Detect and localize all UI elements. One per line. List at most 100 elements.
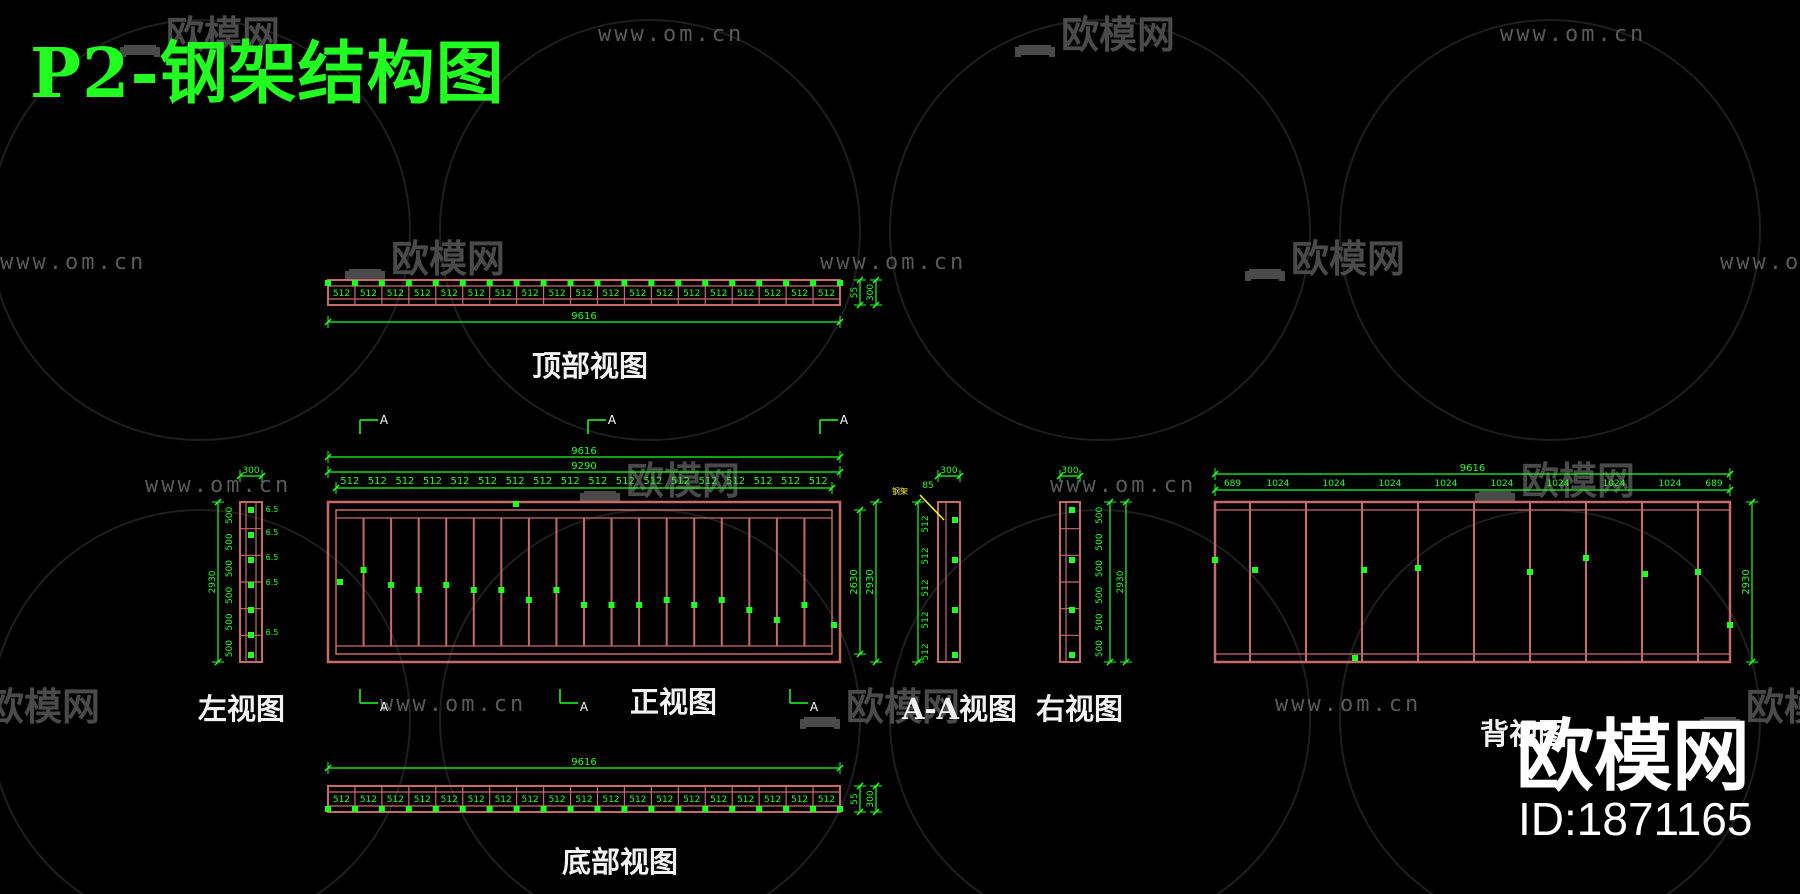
- module-dimension: 512: [548, 795, 565, 805]
- weld-node: [388, 582, 395, 588]
- watermark-url: www.om.cn: [1500, 22, 1647, 47]
- module-dimension: 1024: [1323, 479, 1346, 489]
- weld-node: [837, 806, 843, 812]
- module-dimension: 512: [387, 289, 404, 299]
- watermark-arc: [439, 19, 861, 441]
- dimension-label: 300: [940, 466, 957, 476]
- watermark-url: www.om.cn: [1050, 473, 1197, 498]
- weld-node: [675, 280, 682, 286]
- weld-node: [837, 280, 843, 286]
- weld-node: [702, 806, 709, 812]
- right-view-label: 右视图: [1036, 692, 1124, 726]
- module-dimension: 512: [561, 476, 580, 487]
- dimension-label: 300: [866, 284, 876, 301]
- module-dimension: 512: [387, 795, 404, 805]
- sofa-icon: [1245, 251, 1285, 281]
- row-dimension: 500: [225, 613, 235, 630]
- sofa-icon: [1015, 27, 1055, 57]
- weld-node: [325, 806, 331, 812]
- module-dimension: 512: [710, 795, 727, 805]
- small-dimension: 6.5: [266, 505, 279, 514]
- module-dimension: 1024: [1547, 479, 1570, 489]
- weld-node: [443, 582, 450, 588]
- dimension-label: 9616: [571, 757, 596, 768]
- weld-node: [718, 597, 725, 603]
- row-dimension: 500: [1095, 586, 1105, 603]
- weld-node: [567, 806, 574, 812]
- watermark-url: www.om.cn: [0, 250, 147, 275]
- module-dimension: 512: [360, 795, 377, 805]
- module-dimension: 512: [602, 795, 619, 805]
- bottom-view-label: 底部视图: [562, 845, 679, 879]
- module-dimension: 512: [781, 476, 800, 487]
- sofa-icon: [580, 473, 620, 503]
- row-dimension: 500: [1095, 506, 1105, 523]
- weld-node: [801, 602, 808, 608]
- weld-node: [783, 806, 790, 812]
- weld-node: [952, 557, 958, 563]
- dimension-label: 2930: [1741, 569, 1752, 594]
- module-dimension: 512: [809, 476, 828, 487]
- module-dimension: 512: [468, 795, 485, 805]
- weld-node: [248, 632, 254, 638]
- weld-node: [415, 587, 422, 593]
- watermark-brand: 欧模网: [580, 462, 740, 503]
- weld-node: [810, 806, 817, 812]
- weld-node: [248, 557, 254, 563]
- weld-node: [1069, 607, 1075, 613]
- module-dimension: 512: [643, 476, 662, 487]
- module-dimension: 512: [921, 643, 931, 660]
- weld-node: [325, 280, 331, 286]
- module-dimension: 512: [921, 547, 931, 564]
- watermark-brand: 欧模网: [1475, 462, 1635, 503]
- section-marker-label: A: [580, 700, 589, 714]
- drawing-title: P2-钢架结构图: [30, 34, 505, 114]
- weld-node: [1069, 507, 1075, 513]
- module-dimension: 512: [754, 476, 773, 487]
- section-view-label: A-A视图: [902, 692, 1018, 726]
- module-dimension: 512: [522, 289, 539, 299]
- weld-node: [498, 587, 505, 593]
- module-dimension: 512: [737, 289, 754, 299]
- module-dimension: 512: [921, 611, 931, 628]
- weld-node: [691, 602, 698, 608]
- weld-node: [405, 806, 412, 812]
- weld-node: [729, 280, 736, 286]
- weld-node: [783, 280, 790, 286]
- weld-node: [594, 806, 601, 812]
- weld-node: [486, 280, 493, 286]
- weld-node: [952, 652, 958, 658]
- weld-node: [1352, 655, 1358, 661]
- row-dimension: 500: [225, 640, 235, 657]
- module-dimension: 512: [921, 579, 931, 596]
- watermark-url: www.om.cn: [145, 473, 292, 498]
- leader-note: 钢架: [892, 486, 908, 496]
- weld-node: [337, 579, 343, 585]
- module-dimension: 512: [726, 476, 745, 487]
- dimension-label: 55: [850, 287, 860, 298]
- weld-node: [1252, 567, 1258, 573]
- dimension-label: 2930: [865, 569, 876, 594]
- section-marker-label: A: [380, 413, 389, 427]
- module-dimension: 512: [441, 795, 458, 805]
- module-dimension: 512: [414, 795, 431, 805]
- watermark-arc: [0, 19, 411, 441]
- watermark-url: www.om.cn: [380, 692, 527, 717]
- dimension-label: 9290: [571, 461, 596, 472]
- module-dimension: 512: [522, 795, 539, 805]
- weld-node: [608, 602, 615, 608]
- weld-node: [952, 517, 958, 523]
- module-dimension: 512: [588, 476, 607, 487]
- small-dimension: 6.5: [266, 628, 279, 637]
- module-dimension: 689: [1705, 479, 1722, 489]
- weld-node: [360, 567, 367, 573]
- weld-node: [248, 607, 254, 613]
- dimension-label: 9616: [571, 446, 596, 457]
- module-dimension: 512: [450, 476, 469, 487]
- row-dimension: 500: [1095, 640, 1105, 657]
- watermark-brand: 欧模网: [800, 688, 960, 729]
- left-view-label: 左视图: [198, 692, 286, 726]
- row-dimension: 500: [1095, 560, 1105, 577]
- module-dimension: 512: [921, 515, 931, 532]
